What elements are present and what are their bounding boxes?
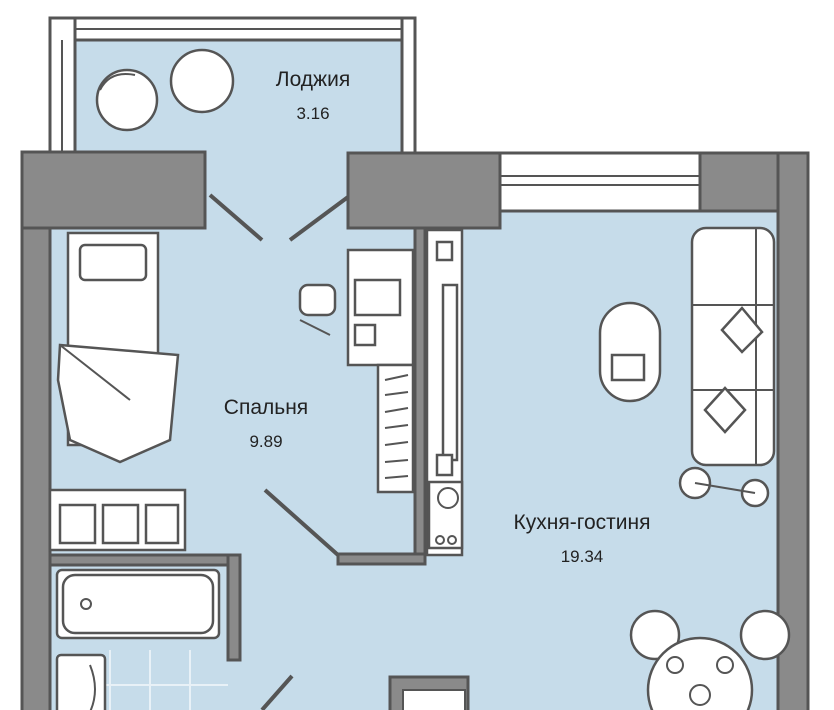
room-area: 9.89: [249, 432, 282, 451]
bed: [56, 231, 180, 464]
bathtub: [55, 568, 221, 640]
bookshelf: [376, 363, 415, 494]
sink: [55, 653, 107, 710]
door-swings: [208, 193, 350, 710]
room-area: 3.16: [296, 104, 329, 123]
room-name: Кухня-гостиня: [514, 511, 651, 534]
bathroom-tiles: [105, 650, 228, 710]
room-name: Спальня: [224, 396, 308, 419]
loggia-chair: [95, 48, 235, 132]
coffee-table: [598, 301, 662, 403]
room-bedroom: Спальня 9.89: [224, 396, 308, 451]
dining-table: [629, 609, 791, 710]
room-area: 19.34: [561, 547, 604, 566]
room-loggia: Лоджия 3.16: [276, 68, 350, 123]
window: [498, 151, 702, 213]
sofa: [690, 226, 776, 467]
wardrobe: [48, 488, 187, 552]
room-name: Лоджия: [276, 68, 350, 91]
room-kitchen-living: Кухня-гостиня 19.34: [514, 511, 651, 566]
desk: [298, 248, 415, 367]
kitchen-unit: [425, 228, 464, 557]
floor-lamp: [678, 466, 770, 508]
